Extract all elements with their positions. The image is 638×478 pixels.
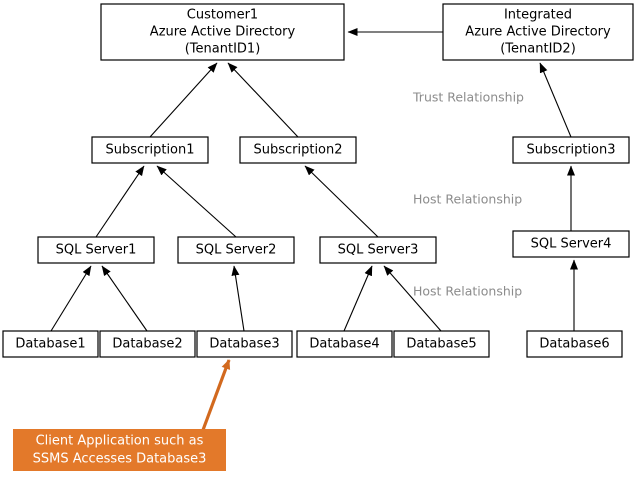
subscription3-node-box[interactable] bbox=[512, 136, 630, 164]
client-application-callout[interactable]: Client Application such as SSMS Accesses … bbox=[13, 429, 226, 471]
integrated-aad-node-label-line-2: Azure Active Directory bbox=[465, 25, 611, 40]
database4-node[interactable]: Database4 bbox=[296, 330, 393, 358]
customer1-aad-node-label-line-3: (TenantID1) bbox=[185, 42, 261, 57]
edge-database3-to-sqlserver2 bbox=[231, 265, 245, 332]
host-relationship-label-lower: Host Relationship bbox=[413, 284, 522, 299]
edge-database2-to-sqlserver1 bbox=[101, 265, 148, 332]
host-relationship-label-upper: Host Relationship bbox=[413, 192, 522, 207]
database5-node-box[interactable] bbox=[393, 330, 490, 358]
database6-node-box[interactable] bbox=[526, 330, 623, 358]
edge-database5-to-sqlserver3 bbox=[383, 265, 442, 332]
database4-node-label-line-1: Database4 bbox=[309, 337, 379, 352]
sql-server2-node-box[interactable] bbox=[177, 236, 295, 264]
customer1-aad-node-label-line-2: Azure Active Directory bbox=[150, 25, 296, 40]
database3-node-label-line-1: Database3 bbox=[209, 337, 279, 352]
edge-subscription1-to-customer1 bbox=[149, 62, 218, 138]
integrated-aad-node-label-line-1: Integrated bbox=[504, 8, 572, 23]
callout-box[interactable] bbox=[13, 429, 226, 471]
edge-database1-to-sqlserver1 bbox=[50, 265, 92, 332]
trust-relationship-label: Trust Relationship bbox=[412, 90, 524, 105]
database3-node-box[interactable] bbox=[196, 330, 293, 358]
edge-database4-to-sqlserver3 bbox=[343, 265, 373, 332]
integrated-aad-node-box[interactable] bbox=[442, 3, 634, 61]
edges-layer bbox=[50, 28, 578, 332]
sql-server3-node-label-line-1: SQL Server3 bbox=[338, 243, 419, 258]
subscription2-node-label-line-1: Subscription2 bbox=[253, 143, 342, 158]
subscription2-node-box[interactable] bbox=[239, 136, 357, 164]
database4-node-box[interactable] bbox=[296, 330, 393, 358]
callout-layer: Client Application such as SSMS Accesses … bbox=[13, 359, 231, 471]
edge-sqlserver3-to-subscription2 bbox=[304, 165, 379, 238]
edge-subscription3-to-integrated-aad bbox=[539, 62, 572, 138]
subscription2-node[interactable]: Subscription2 bbox=[239, 136, 357, 164]
subscription1-node[interactable]: Subscription1 bbox=[91, 136, 209, 164]
sql-server4-node-label-line-1: SQL Server4 bbox=[531, 237, 612, 252]
database2-node-label-line-1: Database2 bbox=[112, 337, 182, 352]
sql-server1-node[interactable]: SQL Server1 bbox=[37, 236, 155, 264]
database2-node[interactable]: Database2 bbox=[99, 330, 196, 358]
database1-node-box[interactable] bbox=[2, 330, 99, 358]
callout-label-line-1: Client Application such as bbox=[36, 434, 204, 449]
callout-label-line-2: SSMS Accesses Database3 bbox=[33, 452, 207, 467]
customer1-aad-node-label-line-1: Customer1 bbox=[187, 8, 258, 23]
callout-arrow bbox=[201, 359, 231, 431]
sql-server3-node[interactable]: SQL Server3 bbox=[319, 236, 437, 264]
edge-sqlserver1-to-subscription1 bbox=[95, 165, 145, 238]
database3-node[interactable]: Database3 bbox=[196, 330, 293, 358]
database1-node[interactable]: Database1 bbox=[2, 330, 99, 358]
database1-node-label-line-1: Database1 bbox=[15, 337, 85, 352]
sql-server1-node-label-line-1: SQL Server1 bbox=[56, 243, 137, 258]
edge-subscription2-to-customer1 bbox=[227, 62, 299, 138]
sql-server4-node[interactable]: SQL Server4 bbox=[512, 230, 630, 258]
subscription3-node[interactable]: Subscription3 bbox=[512, 136, 630, 164]
database5-node-label-line-1: Database5 bbox=[406, 337, 476, 352]
customer1-aad-node-box[interactable] bbox=[100, 3, 345, 61]
subscription1-node-box[interactable] bbox=[91, 136, 209, 164]
sql-server3-node-box[interactable] bbox=[319, 236, 437, 264]
database6-node[interactable]: Database6 bbox=[526, 330, 623, 358]
database6-node-label-line-1: Database6 bbox=[539, 337, 609, 352]
sql-server1-node-box[interactable] bbox=[37, 236, 155, 264]
sql-server2-node-label-line-1: SQL Server2 bbox=[196, 243, 277, 258]
integrated-aad-node-label-line-3: (TenantID2) bbox=[500, 42, 576, 57]
edge-sqlserver2-to-subscription1 bbox=[156, 165, 237, 238]
sql-server4-node-box[interactable] bbox=[512, 230, 630, 258]
subscription1-node-label-line-1: Subscription1 bbox=[105, 143, 194, 158]
sql-server2-node[interactable]: SQL Server2 bbox=[177, 236, 295, 264]
database5-node[interactable]: Database5 bbox=[393, 330, 490, 358]
database2-node-box[interactable] bbox=[99, 330, 196, 358]
subscription3-node-label-line-1: Subscription3 bbox=[526, 143, 615, 158]
